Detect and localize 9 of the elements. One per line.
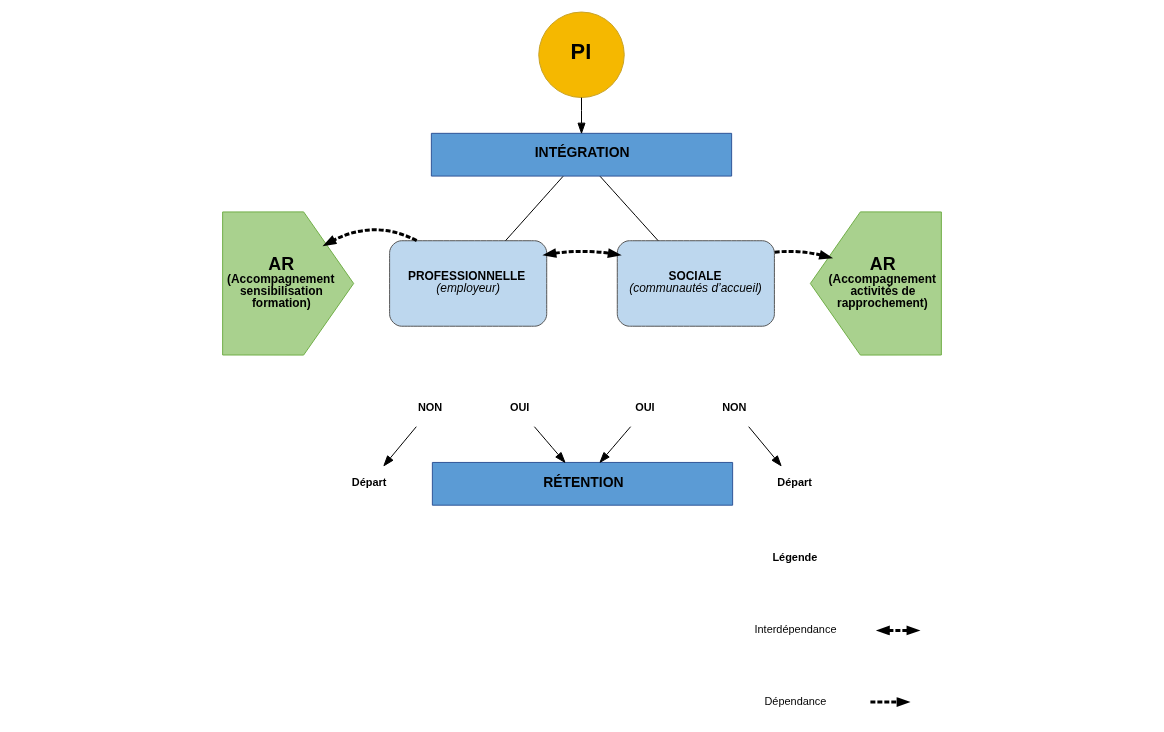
- node-text: Départ: [777, 475, 812, 488]
- node-text: Départ: [351, 475, 387, 488]
- node-text: OUI: [635, 400, 655, 413]
- legend-label: Interdépendance: [754, 623, 837, 636]
- node-text: OUI: [509, 400, 530, 413]
- label: Légende: [772, 550, 818, 563]
- legend-label: Dépendance: [764, 694, 827, 707]
- node-text: NON: [417, 400, 443, 413]
- node-text: NON: [722, 400, 747, 413]
